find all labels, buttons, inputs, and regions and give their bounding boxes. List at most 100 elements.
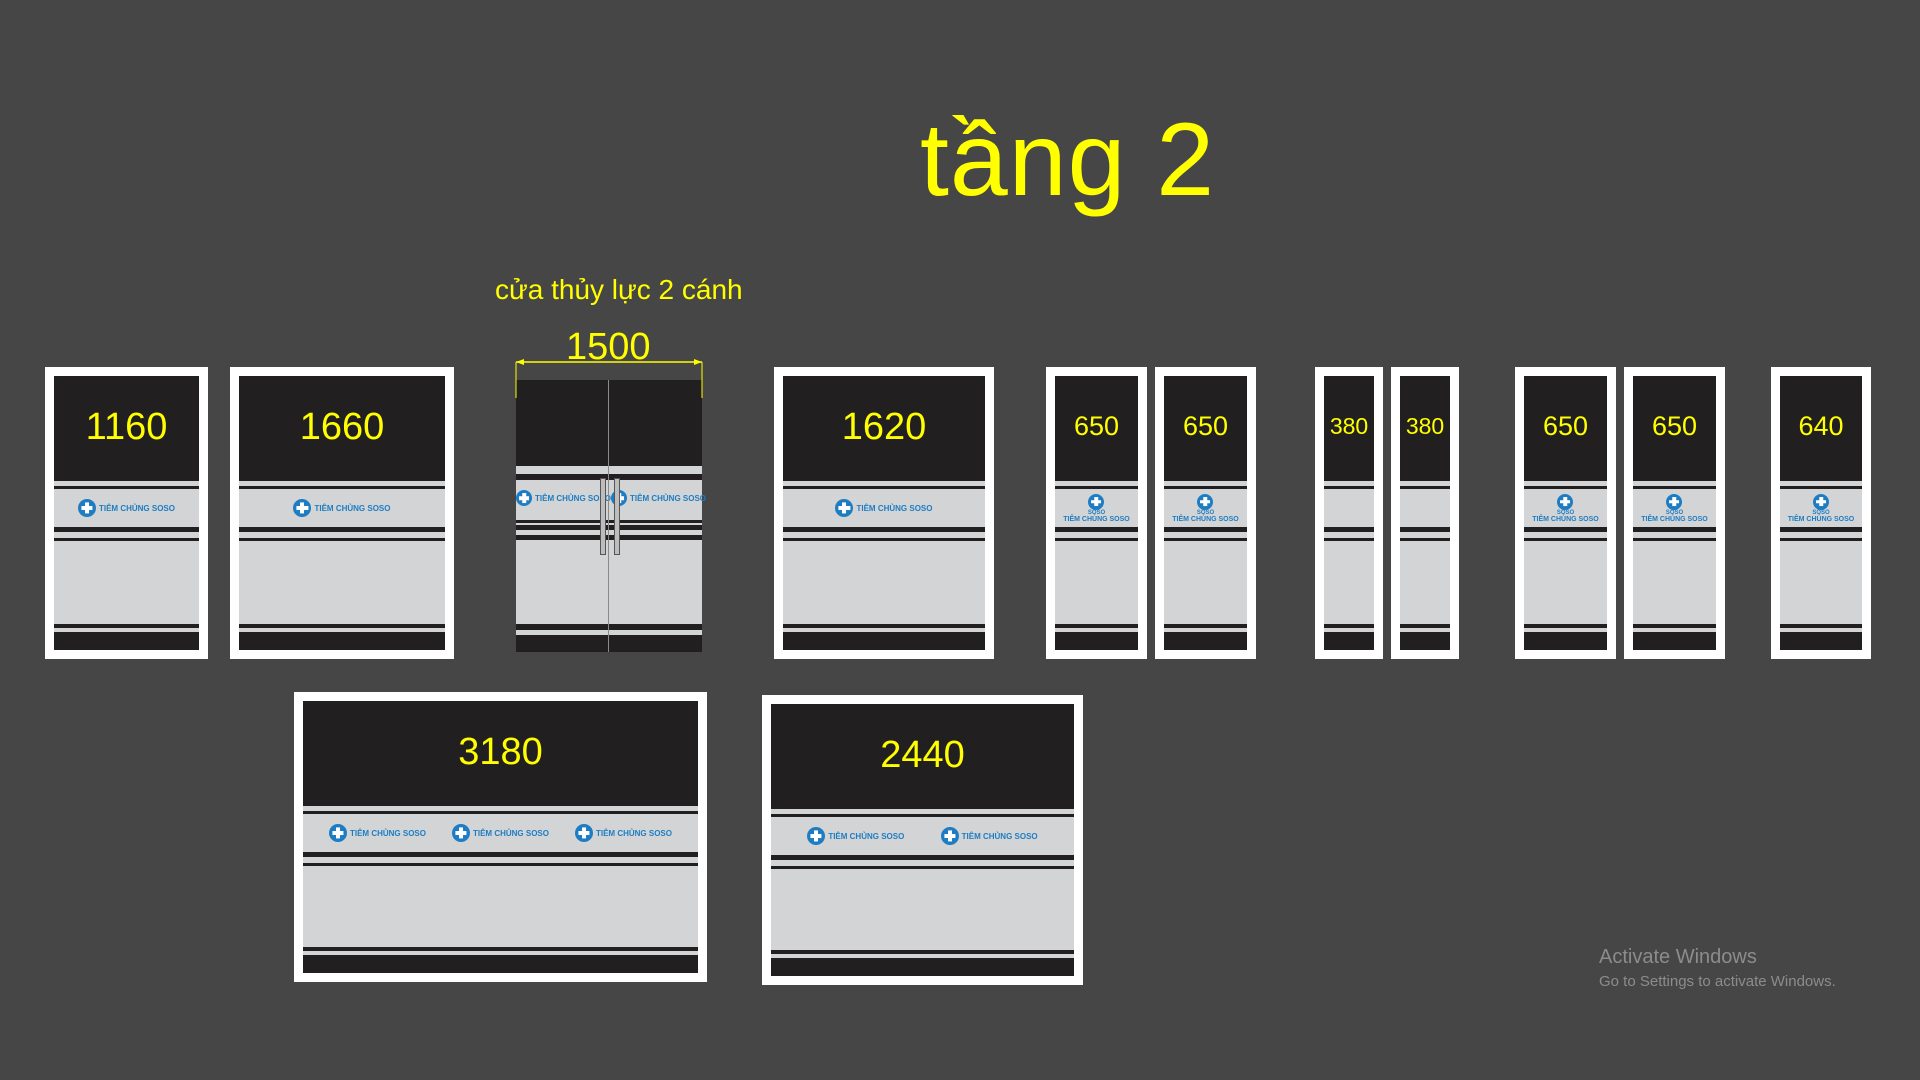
panel-dimension-label: 1160	[54, 376, 199, 477]
logo-subtext: SOSO	[1665, 509, 1684, 516]
door-logo: TIÊM CHỦNG SOSO	[516, 490, 611, 506]
panel-base	[1400, 632, 1450, 650]
panel-band	[1324, 481, 1374, 486]
medical-cross-icon	[1666, 493, 1683, 510]
panel-dimension-label: 1660	[239, 376, 445, 477]
medical-cross-icon	[807, 827, 826, 845]
clinic-logo: TIÊM CHỦNG SOSO	[293, 499, 391, 517]
door-logo-band	[516, 480, 702, 525]
panel-band	[239, 541, 445, 624]
panel-band	[239, 481, 445, 486]
panel-band	[1633, 541, 1716, 624]
panel-band	[1633, 628, 1716, 632]
medical-cross-icon	[1812, 493, 1829, 510]
panel-band	[1524, 481, 1607, 486]
panel-band	[1324, 628, 1374, 632]
panel-dimension-label: 640	[1780, 376, 1862, 477]
panel-band	[54, 481, 199, 486]
panel-band	[771, 860, 1074, 866]
panel-band	[783, 541, 985, 624]
sign-panel: 380	[1315, 367, 1383, 659]
panel-band	[783, 628, 985, 632]
medical-cross-icon	[328, 824, 347, 842]
door-logo: TIÊM CHỦNG SOSO	[611, 490, 706, 506]
panel-band	[303, 857, 698, 863]
panel-band	[1780, 541, 1862, 624]
clinic-logo: TIÊM CHỦNG SOSO	[835, 499, 933, 517]
logo-text: TIÊM CHỦNG SOSO	[828, 831, 905, 841]
door-handle-left	[600, 478, 606, 555]
sign-panel-inner: 380	[1324, 376, 1374, 650]
logo-subtext: SOSO	[1812, 509, 1830, 516]
door-stripe	[516, 520, 702, 523]
panel-band	[1633, 532, 1716, 538]
door-divider	[608, 380, 609, 652]
clinic-logo: TIÊM CHỦNG SOSO	[940, 827, 1038, 845]
panel-base	[1633, 632, 1716, 650]
panel-base	[54, 632, 199, 650]
panel-base	[1164, 632, 1247, 650]
logo-subtext: SOSO	[1556, 509, 1575, 516]
logo-text: TIÊM CHỦNG SOSO	[535, 493, 612, 503]
logo-text: TIÊM CHỦNG SOSO	[98, 503, 175, 513]
panel-logo-row: TIÊM CHỦNG SOSO	[783, 491, 985, 525]
panel-band	[1324, 532, 1374, 538]
panel-band	[1524, 532, 1607, 538]
panel-band	[54, 532, 199, 538]
panel-dimension-label: 650	[1055, 376, 1138, 477]
logo-text: TIÊM CHỦNG SOSO	[595, 828, 672, 838]
sign-panel: 380	[1391, 367, 1459, 659]
panel-base	[303, 955, 698, 973]
panel-band	[1324, 489, 1374, 527]
panel-band	[783, 481, 985, 486]
panel-band	[1164, 481, 1247, 486]
panel-band	[303, 866, 698, 947]
logo-text: TIÊM CHỦNG SOSO	[630, 493, 707, 503]
medical-cross-icon	[574, 824, 593, 842]
panel-base	[1780, 632, 1862, 650]
door-band	[516, 530, 702, 535]
panel-band	[1524, 541, 1607, 624]
panel-band	[1780, 481, 1862, 486]
door-logo-row: TIÊM CHỦNG SOSO TIÊM CHỦNG SOSO	[516, 490, 706, 506]
panel-band	[783, 532, 985, 538]
panel-band	[239, 489, 445, 527]
panel-band	[1055, 628, 1138, 632]
panel-band	[1164, 532, 1247, 538]
panel-band	[1400, 532, 1450, 538]
logo-text: TIÊM CHỦNG SOSO	[961, 831, 1038, 841]
panel-dimension-label: 2440	[771, 704, 1074, 805]
panel-band	[1780, 532, 1862, 538]
panel-band	[1633, 481, 1716, 486]
clinic-logo: TIÊM CHỦNG SOSO	[451, 824, 549, 842]
activate-windows-title: Activate Windows	[1599, 946, 1757, 968]
logo-text: TIÊM CHỦNG SOSO	[1787, 515, 1855, 523]
logo-text: TIÊM CHỦNG SOSO	[314, 503, 391, 513]
logo-subtext: SOSO	[1196, 509, 1215, 516]
panel-band	[771, 954, 1074, 958]
medical-cross-icon	[1088, 493, 1105, 510]
panel-dimension-label: 380	[1400, 376, 1450, 477]
medical-cross-icon	[1197, 493, 1214, 510]
logo-text: TIÊM CHỦNG SOSO	[472, 828, 549, 838]
dimension-arrow-right	[694, 359, 702, 365]
